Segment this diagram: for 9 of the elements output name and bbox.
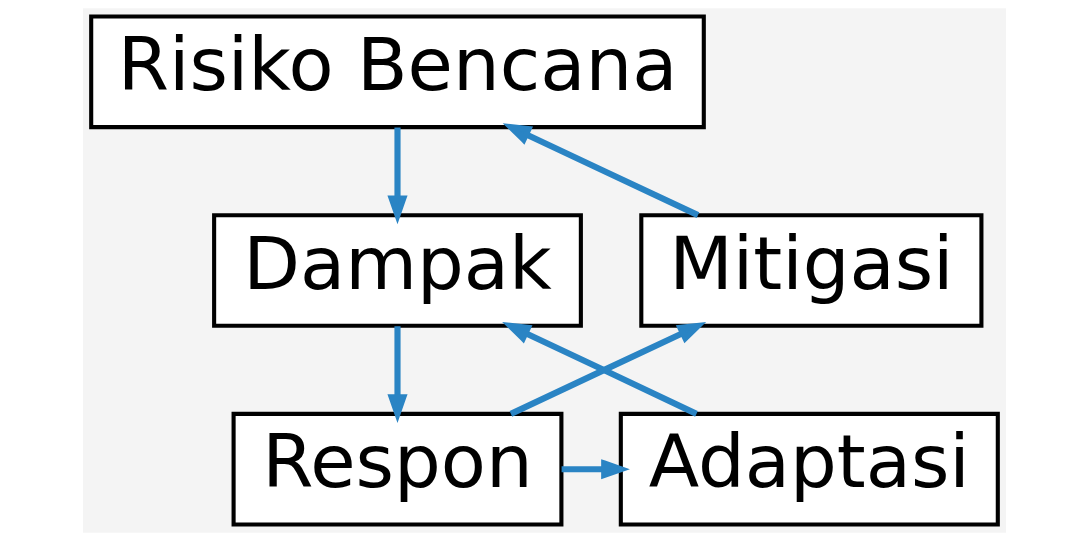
arrow — [561, 459, 630, 480]
arrow — [387, 326, 408, 423]
node-box: Risiko Bencana — [89, 14, 706, 130]
arrow — [387, 127, 408, 225]
node-box: Dampak — [212, 213, 583, 328]
node-box: Respon — [231, 411, 564, 527]
arrow — [502, 123, 700, 218]
node-box: Adaptasi — [618, 411, 1000, 527]
node-box: Mitigasi — [639, 213, 984, 328]
